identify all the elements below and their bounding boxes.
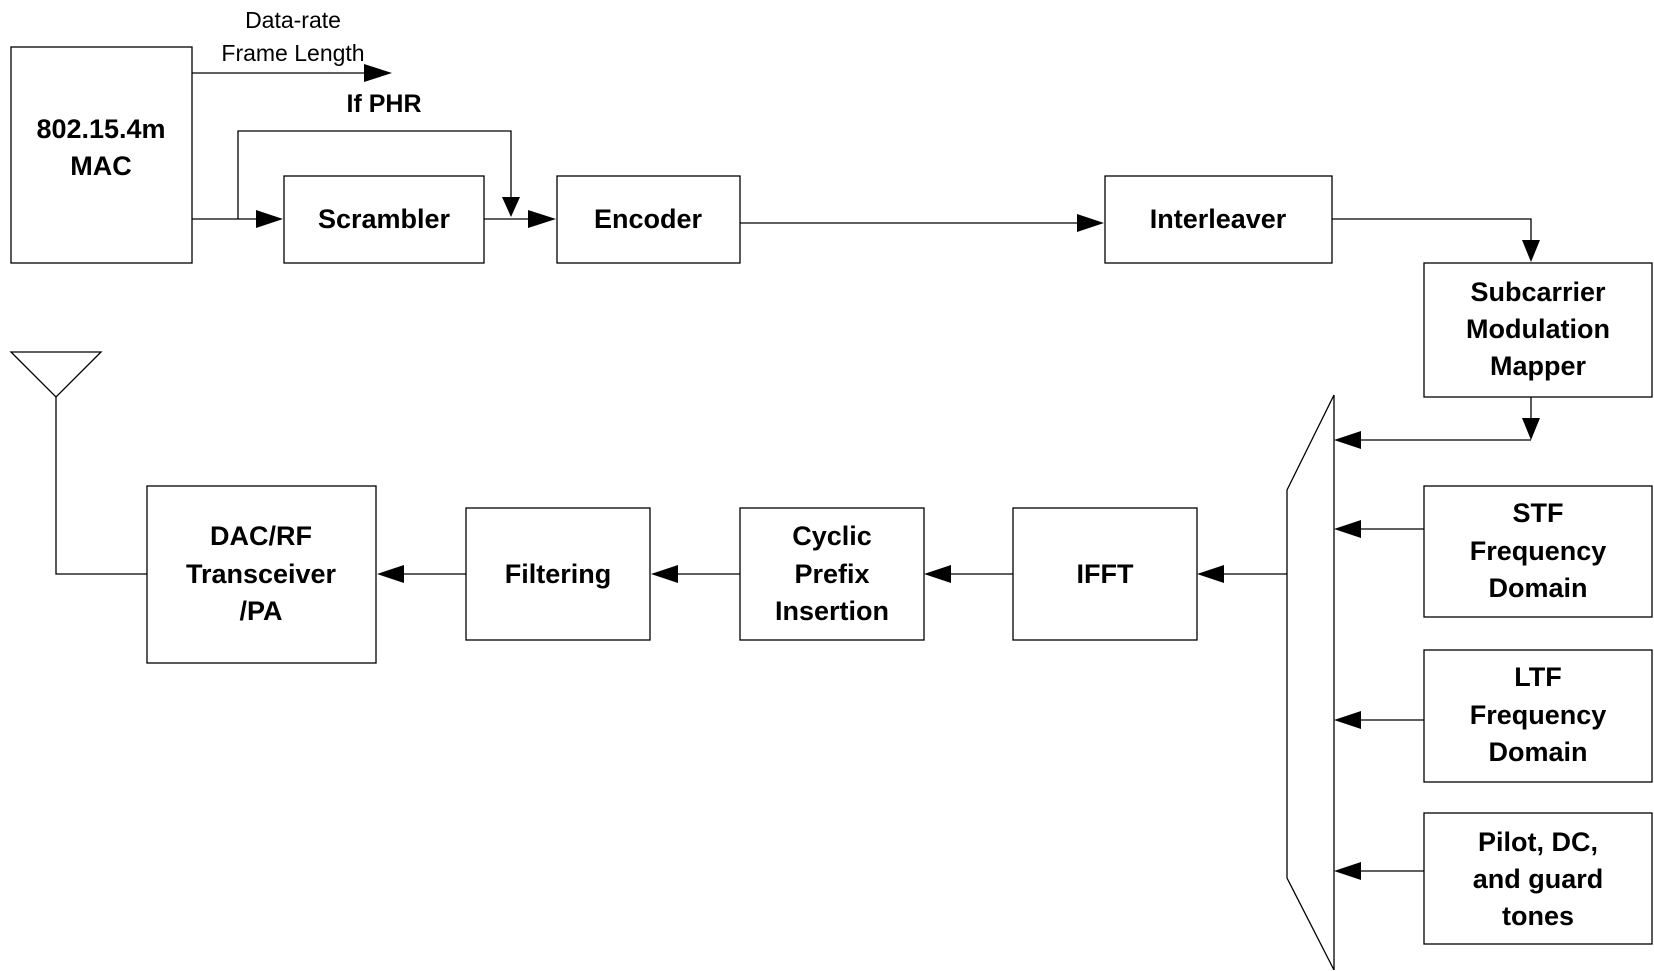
filtering-block: Filtering [465,507,651,641]
ltf-label-line2: Frequency [1470,700,1607,730]
dac-rf-block: DAC/RF Transceiver /PA [146,485,377,664]
ifft-block: IFFT [1012,507,1198,641]
pilot-block: Pilot, DC, and guard tones [1423,812,1653,945]
interleaver-label: Interleaver [1150,204,1287,234]
arrow-encoder [528,210,556,228]
arrow-mux-ltf [1334,711,1361,729]
arrow-mux-stf [1334,520,1361,538]
dac-label-line3: /PA [239,596,282,626]
encoder-label: Encoder [594,204,703,234]
stf-block: STF Frequency Domain [1423,485,1653,618]
scrambler-block: Scrambler [283,175,485,264]
mac-label-line1: 802.15.4m [36,114,165,144]
mapper-label-line2: Modulation [1466,314,1610,344]
arrow-scrambler [256,210,283,228]
stf-label-line3: Domain [1488,573,1587,603]
arrow-mapper-down [1522,418,1540,440]
ifft-label: IFFT [1077,559,1134,589]
stf-label-line1: STF [1513,498,1564,528]
wire-dac-antenna [55,397,147,575]
cp-label-line1: Cyclic [792,521,872,551]
connectors [55,64,1540,880]
arrow-dac [377,565,404,583]
cp-label-line2: Prefix [794,559,869,589]
phr-annotation: If PHR [347,90,422,118]
arrow-cp [924,565,951,583]
interleaver-block: Interleaver [1104,175,1333,264]
arrow-ifft [1197,565,1224,583]
dac-label-line2: Transceiver [186,559,337,589]
datarate-annotation: Data-rate [245,7,341,33]
dac-label-line1: DAC/RF [210,521,312,551]
mapper-label-line1: Subcarrier [1470,277,1606,307]
pilot-label-line2: and guard [1473,864,1604,894]
arrow-phr [502,197,520,217]
arrow-datarate [364,64,392,82]
mac-label-line2: MAC [70,151,132,181]
arrow-mapper [1522,240,1540,262]
scrambler-label: Scrambler [318,204,451,234]
filtering-label: Filtering [505,559,612,589]
cyclic-prefix-block: Cyclic Prefix Insertion [739,507,925,641]
ltf-block: LTF Frequency Domain [1423,649,1653,783]
wire-interleaver-mapper [1332,218,1532,242]
subcarrier-mux [1286,394,1335,971]
antenna-icon [9,351,103,398]
arrow-mux-mapper [1334,431,1361,449]
arrow-mux-pilot [1334,862,1361,880]
ltf-label-line3: Domain [1488,737,1587,767]
wire-phr-bypass [237,130,512,219]
subcarrier-mapper-block: Subcarrier Modulation Mapper [1423,262,1653,398]
encoder-block: Encoder [556,175,741,264]
ltf-label-line1: LTF [1514,662,1561,692]
arrow-interleaver [1077,214,1104,232]
framelength-annotation: Frame Length [221,40,364,66]
pilot-label-line1: Pilot, DC, [1478,827,1598,857]
arrow-filtering [651,565,678,583]
stf-label-line2: Frequency [1470,536,1607,566]
mac-block: 802.15.4m MAC [10,46,193,264]
pilot-label-line3: tones [1502,901,1574,931]
cp-label-line3: Insertion [775,596,889,626]
mapper-label-line3: Mapper [1490,351,1587,381]
